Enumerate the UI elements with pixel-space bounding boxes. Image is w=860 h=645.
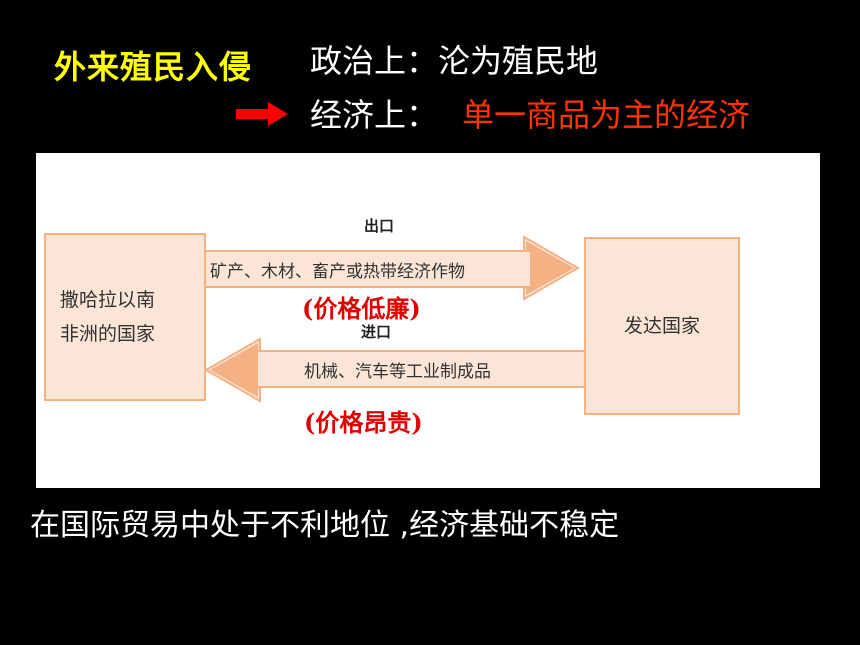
export-price-note: (价格低廉) bbox=[302, 294, 421, 323]
export-arrow-head-icon bbox=[523, 235, 580, 301]
export-heading: 出口 bbox=[364, 217, 395, 235]
political-consequence: 政治上：沦为殖民地 bbox=[310, 42, 599, 80]
economic-consequence-value: 单一商品为主的经济 bbox=[462, 96, 751, 134]
cause-heading: 外来殖民入侵 bbox=[54, 48, 253, 86]
import-heading: 进口 bbox=[361, 323, 392, 341]
import-arrow-head-icon bbox=[204, 337, 261, 403]
import-arrow: 机械、汽车等工业制成品 bbox=[258, 350, 584, 388]
conclusion-text: 在国际贸易中处于不利地位 ,经济基础不稳定 bbox=[30, 508, 620, 543]
developed-countries-label: 发达国家 bbox=[623, 315, 700, 337]
africa-box-line-2: 非洲的国家 bbox=[60, 323, 156, 345]
export-arrow: 矿产、木材、畜产或热带经济作物 bbox=[200, 250, 530, 288]
economic-consequence-label: 经济上： bbox=[310, 96, 439, 134]
import-goods: 机械、汽车等工业制成品 bbox=[304, 361, 491, 382]
trade-diagram: 矿产、木材、畜产或热带经济作物 机械、汽车等工业制成品 撒哈拉以南 非洲的国家 … bbox=[36, 153, 820, 488]
import-price-note: (价格昂贵) bbox=[304, 408, 423, 437]
africa-countries-box: 撒哈拉以南 非洲的国家 bbox=[44, 233, 206, 401]
red-right-arrow-icon bbox=[236, 102, 288, 126]
export-goods: 矿产、木材、畜产或热带经济作物 bbox=[210, 261, 465, 282]
developed-countries-box: 发达国家 bbox=[584, 237, 740, 415]
africa-box-line-1: 撒哈拉以南 bbox=[60, 289, 156, 311]
